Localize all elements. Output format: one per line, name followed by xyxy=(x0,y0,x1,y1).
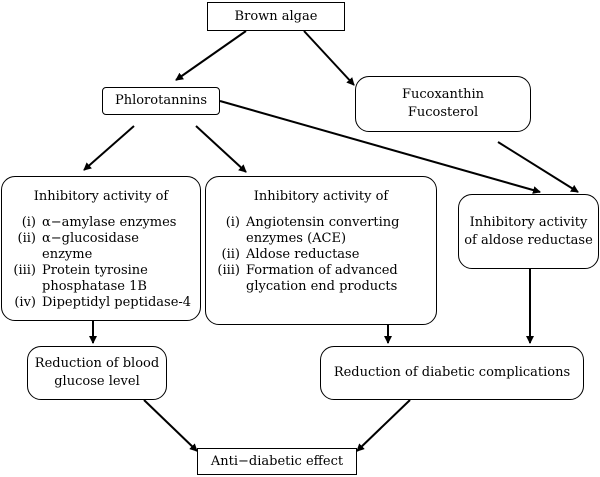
arrow-phlorotannins-to-inhib-right xyxy=(219,100,541,194)
inhibitory-left-item: (iii) Protein tyrosine phosphatase 1B xyxy=(13,263,148,294)
phlorotannins-label: Phlorotannins xyxy=(114,93,208,108)
inhibitory-left-heading: Inhibitory activity of xyxy=(33,189,169,204)
inhibitory-mid-item: (iii) Formation of advanced glycation en… xyxy=(217,263,398,294)
reduction-glucose-box: Reduction of blood glucose level xyxy=(27,346,167,400)
arrow-phlorotannins-to-inhib-mid xyxy=(195,125,247,173)
inhibitory-mid-item: (ii) Aldose reductase xyxy=(221,247,360,262)
arrow-algae-to-fucoxanthin xyxy=(303,30,355,86)
phlorotannins-box: Phlorotannins xyxy=(102,87,220,115)
inhibitory-left-item: (iv) Dipeptidyl peptidase-4 xyxy=(14,295,192,310)
reduction-glucose-line2: glucose level xyxy=(54,374,140,389)
inhibitory-right-line1: Inhibitory activity xyxy=(469,214,588,230)
inhibitory-left-box: Inhibitory activity of (i) α−amylase enz… xyxy=(1,176,201,321)
fucosterol-label: Fucosterol xyxy=(407,105,479,120)
fucoxanthin-fucosterol-box: Fucoxanthin Fucosterol xyxy=(355,76,531,132)
inhibitory-left-item: (ii) α−glucosidase enzyme xyxy=(17,231,139,262)
arrow-fucoxanthin-to-inhib-right xyxy=(497,141,579,193)
inhibitory-mid-heading: Inhibitory activity of xyxy=(253,189,389,204)
inhibitory-mid-box: Inhibitory activity of (i) Angiotensin c… xyxy=(205,176,437,325)
inhibitory-left-item: (i) α−amylase enzymes xyxy=(21,215,177,230)
brown-algae-label: Brown algae xyxy=(234,8,318,24)
anti-diabetic-box: Anti−diabetic effect xyxy=(197,448,357,475)
inhibitory-right-box: Inhibitory activity of aldose reductase xyxy=(458,194,599,269)
arrow-algae-to-phlorotannins xyxy=(175,30,247,81)
reduction-complications-box: Reduction of diabetic complications xyxy=(320,346,584,400)
reduction-complications-label: Reduction of diabetic complications xyxy=(333,365,571,380)
arrow-complications-to-anti-diabetic xyxy=(356,399,411,452)
fucoxanthin-label: Fucoxanthin xyxy=(401,87,485,102)
anti-diabetic-label: Anti−diabetic effect xyxy=(210,453,344,469)
inhibitory-right-line2: of aldose reductase xyxy=(464,232,593,248)
arrow-glucose-to-anti-diabetic xyxy=(143,399,198,452)
brown-algae-box: Brown algae xyxy=(207,2,345,31)
inhibitory-mid-item: (i) Angiotensin converting enzymes (ACE) xyxy=(225,215,400,246)
reduction-glucose-line1: Reduction of blood xyxy=(34,356,160,371)
arrow-phlorotannins-to-inhib-left xyxy=(83,125,135,171)
